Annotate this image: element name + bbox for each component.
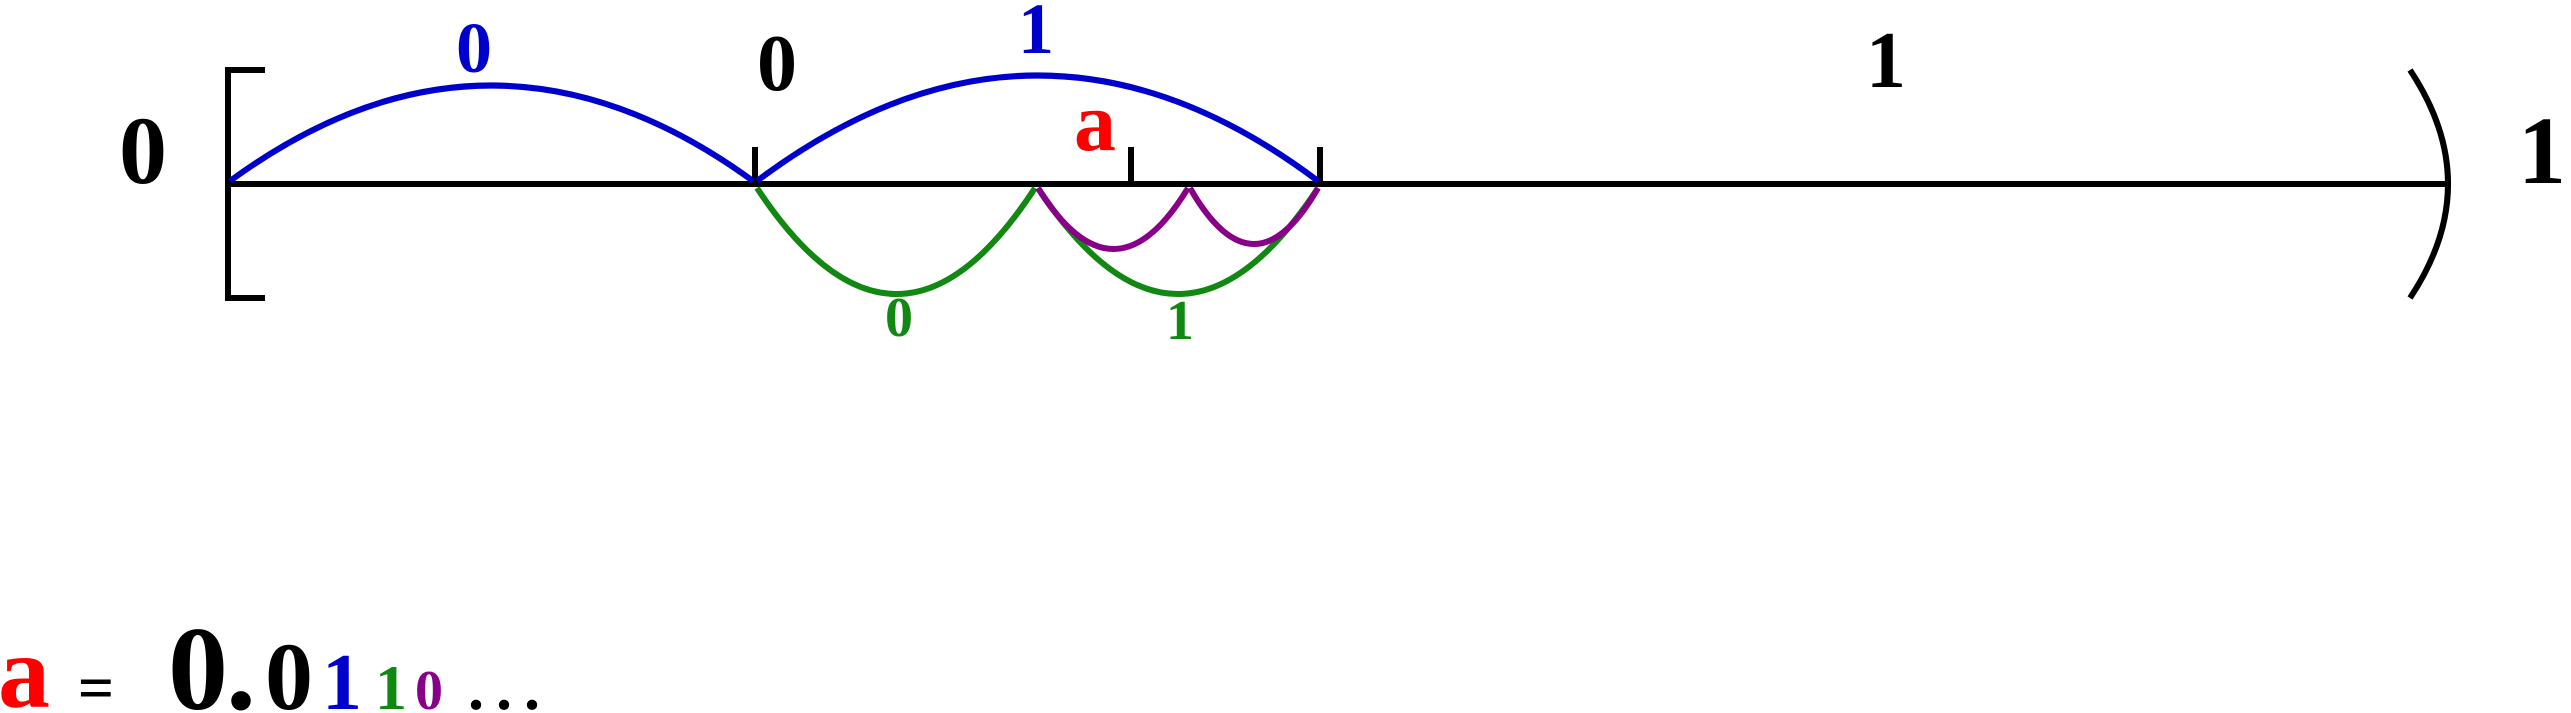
expansion-variable: a <box>0 615 50 713</box>
level2-left-label: 0 <box>885 287 913 349</box>
expansion-digit-2: 1 <box>322 639 362 713</box>
level2-right-label: 1 <box>1166 290 1194 352</box>
point-a-label: a <box>1074 76 1116 169</box>
blue-arc-1 <box>755 72 1320 184</box>
right-open-parenthesis <box>2407 68 2451 300</box>
purple-arc-1 <box>1187 186 1321 247</box>
level0-left-label: 0 <box>757 20 797 108</box>
expansion-integer-part: 0 <box>168 602 228 713</box>
expansion-ellipsis: ... <box>468 652 552 713</box>
expansion-digit-3: 1 <box>375 652 407 713</box>
expansion-digit-4: 0 <box>415 660 443 713</box>
blue-arc-0 <box>228 82 755 184</box>
level1-left-label: 0 <box>456 8 492 88</box>
interval-right-endpoint-label: 1 <box>2518 97 2566 204</box>
level0-right-label: 1 <box>1866 17 1906 105</box>
green-arc-0 <box>754 186 1038 297</box>
left-closed-bracket <box>225 67 265 301</box>
level1-right-label: 1 <box>1018 0 1054 69</box>
purple-arc-0 <box>1035 186 1191 252</box>
expansion-decimal-point: . <box>226 602 256 713</box>
expansion-equals: = <box>78 652 114 713</box>
interval-left-endpoint-label: 0 <box>119 97 167 204</box>
expansion-digit-1: 0 <box>265 623 313 713</box>
